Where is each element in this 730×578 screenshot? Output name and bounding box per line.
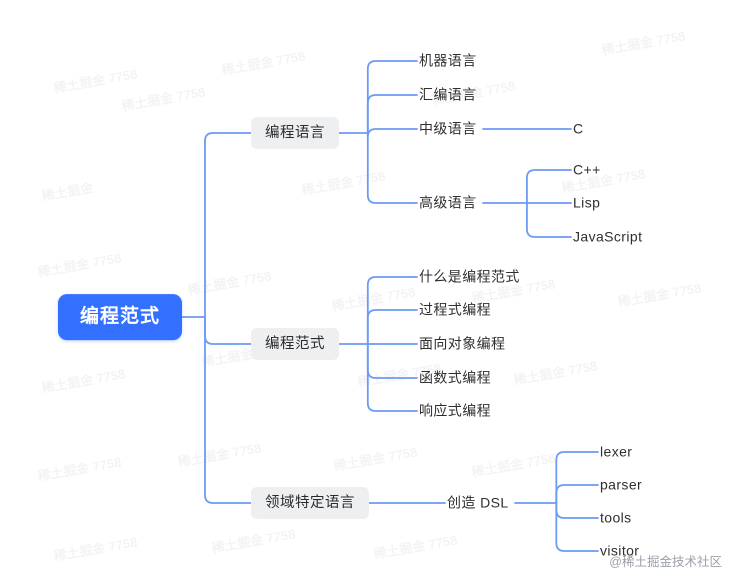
watermark-tile: 稀土掘金 7758	[52, 531, 139, 564]
child-1-grandchild-2	[555, 484, 593, 504]
leaf-node[interactable]: Lisp	[573, 194, 601, 211]
watermark-tile: 稀土掘金 7758	[176, 437, 263, 470]
leaf-node[interactable]: 中级语言	[419, 120, 477, 137]
watermark-tile: 稀土掘金 7758	[300, 165, 387, 198]
child-1-grandchild-4	[555, 502, 593, 552]
watermark-tile: 稀土掘金 7758	[120, 81, 207, 114]
leaf-node[interactable]: 高级语言	[419, 194, 477, 211]
branch-1-child-4	[366, 132, 412, 204]
branch-node-3[interactable]: 领域特定语言	[251, 486, 369, 520]
leaf-node[interactable]: 创造 DSL	[447, 494, 509, 511]
child-4-grandchild-3	[526, 202, 566, 238]
leaf-node[interactable]: lexer	[600, 443, 633, 460]
branch-1-child-3	[366, 128, 412, 138]
watermark-tile: 稀土掘金 7758	[600, 25, 687, 58]
branch-1-child-2	[366, 94, 412, 134]
leaf-node[interactable]: parser	[600, 476, 643, 493]
watermark-tile: 稀土掘金 7758	[372, 529, 459, 562]
leaf-node[interactable]: 过程式编程	[419, 301, 491, 318]
root-to-branch-3	[204, 316, 252, 504]
watermark-tile: 稀土掘金 7758	[36, 451, 123, 484]
watermark-tile: 稀土掘金 7758	[36, 247, 123, 280]
leaf-node[interactable]: visitor	[600, 542, 640, 559]
leaf-node[interactable]: JavaScript	[573, 228, 643, 245]
watermark-tile: 稀土掘金 7758	[330, 281, 417, 314]
watermark-tile: 稀土掘金 7758	[220, 45, 307, 78]
child-1-grandchild-1	[555, 451, 593, 504]
root-to-branch-1	[204, 132, 252, 318]
watermark-tile: 稀土掘金	[40, 177, 95, 205]
leaf-node[interactable]: 机器语言	[419, 52, 477, 69]
leaf-node[interactable]: tools	[600, 509, 632, 526]
watermark-tile: 稀土掘金 7758	[616, 277, 703, 310]
branch-node-2[interactable]: 编程范式	[251, 327, 339, 361]
watermark-tile: 稀土掘金 7758	[40, 363, 127, 396]
child-1-grandchild-3	[555, 502, 593, 519]
watermark-tile: 稀土掘金 7758	[470, 447, 557, 480]
leaf-node[interactable]: 函数式编程	[419, 369, 491, 386]
branch-2-child-2	[366, 309, 412, 345]
leaf-node[interactable]: 什么是编程范式	[419, 268, 520, 285]
root-node[interactable]: 编程范式	[58, 294, 183, 340]
leaf-node[interactable]: 面向对象编程	[419, 335, 506, 352]
leaf-node[interactable]: 响应式编程	[419, 402, 491, 419]
watermark-tile: 稀土掘金 7758	[512, 355, 599, 388]
watermark-tile: 稀土掘金 7758	[332, 441, 419, 474]
child-4-grandchild-1	[526, 169, 566, 204]
root-to-branch-2	[204, 316, 252, 345]
branch-2-child-1	[366, 276, 412, 345]
watermark-tile: 稀土掘金 7758	[186, 265, 273, 298]
branch-node-1[interactable]: 编程语言	[251, 116, 339, 150]
branch-1-child-1	[366, 60, 412, 134]
branch-2-child-5	[366, 343, 412, 412]
watermark-tile: 稀土掘金 7758	[52, 63, 139, 96]
watermark-credit: @稀土掘金技术社区	[609, 555, 722, 569]
branch-2-child-4	[366, 343, 412, 379]
watermark-tile: 稀土掘金 7758	[210, 523, 297, 556]
leaf-node[interactable]: 汇编语言	[419, 86, 477, 103]
leaf-node[interactable]: C++	[573, 161, 601, 178]
leaf-node[interactable]: C	[573, 120, 584, 137]
